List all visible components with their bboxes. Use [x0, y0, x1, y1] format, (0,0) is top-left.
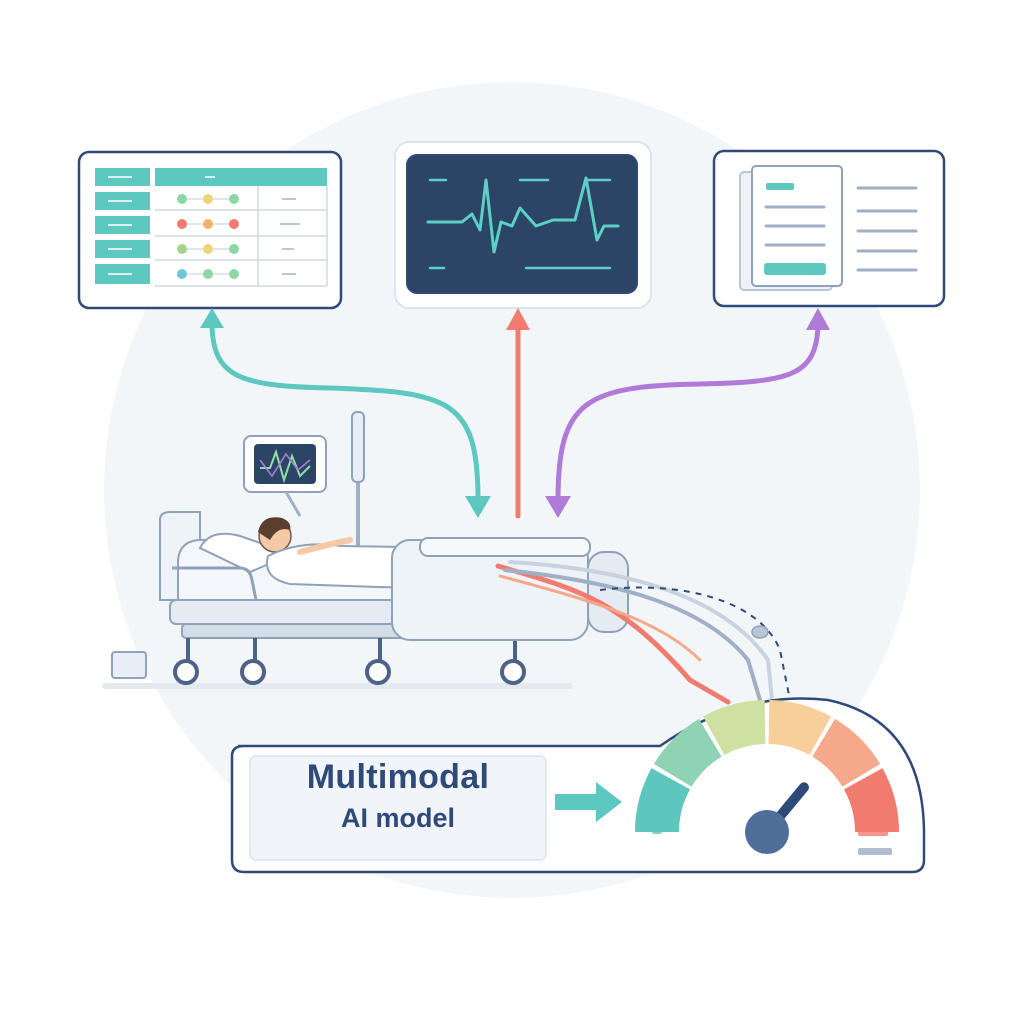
coral-arrow: [506, 308, 530, 519]
model-label: Multimodal AI model: [250, 758, 546, 834]
document-icon: [712, 149, 946, 308]
arrow-right-icon: [555, 782, 622, 822]
table-panel-icon: [77, 150, 343, 310]
model-title-line1: Multimodal: [306, 758, 490, 796]
purple-arrow: [545, 308, 830, 518]
model-title-line2: AI model: [340, 803, 455, 833]
gauge-segment: [812, 718, 881, 787]
teal-arrow: [200, 308, 491, 518]
ecg-monitor-icon: [394, 141, 652, 309]
gauge-segment: [843, 768, 899, 832]
gauge-segment: [635, 768, 691, 832]
gauge-icon: [635, 700, 899, 855]
model-box: [249, 755, 547, 861]
hospital-bed-icon: [102, 411, 791, 705]
gauge-segment: [703, 700, 766, 756]
gauge-segment: [768, 700, 831, 756]
gauge-segment: [653, 718, 722, 787]
